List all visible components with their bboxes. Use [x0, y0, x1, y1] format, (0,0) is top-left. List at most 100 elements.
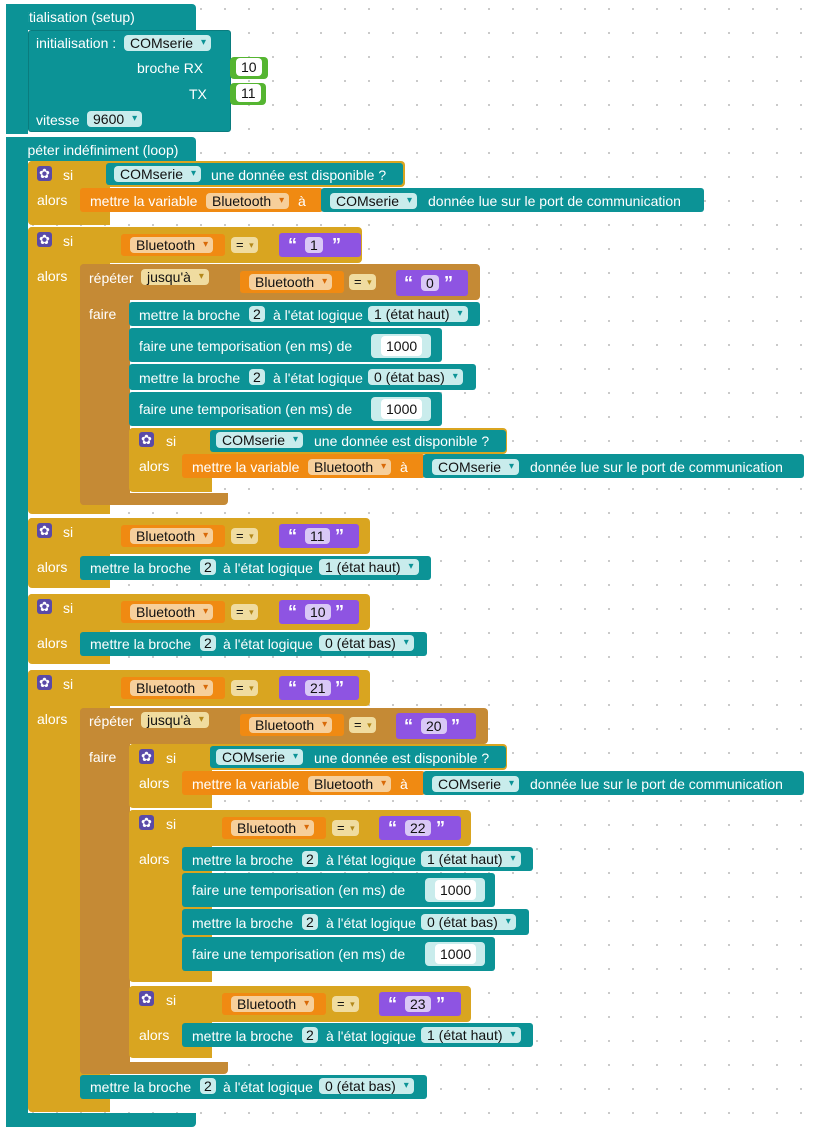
- pin-value[interactable]: 2: [302, 914, 318, 930]
- delay-value[interactable]: 1000: [381, 336, 423, 356]
- delay-label: faire une temporisation (en ms) de: [139, 401, 353, 417]
- gear-icon[interactable]: ✿: [139, 749, 154, 764]
- gear-icon[interactable]: ✿: [37, 166, 52, 181]
- gear-icon[interactable]: ✿: [37, 523, 52, 538]
- variable-dropdown[interactable]: Bluetooth: [206, 193, 290, 209]
- compare-operator[interactable]: =: [231, 680, 258, 696]
- to-label: à: [400, 776, 408, 792]
- variable-dropdown[interactable]: Bluetooth: [130, 680, 214, 696]
- text-value[interactable]: 10: [305, 604, 331, 620]
- serial-dropdown[interactable]: COMserie: [432, 459, 520, 475]
- pin-value[interactable]: 2: [249, 306, 265, 322]
- to-label: à: [298, 193, 306, 209]
- loop-title: répéter indéfiniment (loop): [15, 142, 179, 158]
- quote-open: “: [288, 678, 297, 698]
- text-value[interactable]: 11: [305, 528, 330, 544]
- variable-dropdown[interactable]: Bluetooth: [249, 274, 333, 290]
- variable-dropdown[interactable]: Bluetooth: [249, 717, 333, 733]
- pin-value[interactable]: 2: [302, 1027, 318, 1043]
- repeat-until-block[interactable]: [80, 264, 130, 505]
- logic-state-dropdown[interactable]: 0 (état bas): [368, 369, 463, 385]
- serial-dropdown[interactable]: COMserie: [432, 776, 520, 792]
- compare-operator[interactable]: =: [349, 717, 376, 733]
- logic-state-dropdown[interactable]: 0 (état bas): [421, 914, 516, 930]
- loop-block[interactable]: [6, 137, 196, 161]
- compare-operator[interactable]: =: [349, 274, 376, 290]
- logic-state-dropdown[interactable]: 1 (état haut): [319, 559, 419, 575]
- setup-title: initialisation (setup): [15, 9, 135, 25]
- pin-value[interactable]: 2: [200, 1078, 216, 1094]
- speed-dropdown[interactable]: 9600: [87, 111, 143, 127]
- until-dropdown[interactable]: jusqu'à: [141, 712, 209, 728]
- variable-dropdown[interactable]: Bluetooth: [308, 776, 392, 792]
- variable-dropdown[interactable]: Bluetooth: [130, 604, 214, 620]
- quote-close: ”: [332, 235, 341, 255]
- setup-body-rail: [6, 4, 28, 134]
- serial-dropdown[interactable]: COMserie: [216, 749, 304, 765]
- do-label: faire: [89, 749, 117, 765]
- text-value[interactable]: 22: [405, 820, 431, 836]
- tx-value[interactable]: 11: [236, 84, 261, 102]
- then-label: alors: [139, 851, 170, 867]
- variable-dropdown[interactable]: Bluetooth: [130, 237, 214, 253]
- compare-operator[interactable]: =: [332, 820, 359, 836]
- until-dropdown[interactable]: jusqu'à: [141, 269, 209, 285]
- compare-operator[interactable]: =: [231, 528, 258, 544]
- pin-value[interactable]: 2: [249, 369, 265, 385]
- quote-open: “: [288, 526, 297, 546]
- set-pin-label: mettre la broche: [90, 636, 192, 652]
- if-label: si: [166, 816, 177, 832]
- variable-dropdown[interactable]: Bluetooth: [130, 528, 214, 544]
- set-pin-label: mettre la broche: [192, 852, 294, 868]
- rx-value[interactable]: 10: [236, 58, 262, 76]
- serial-dropdown[interactable]: COMserie: [124, 35, 212, 51]
- set-pin-label: mettre la broche: [192, 1028, 294, 1044]
- pin-value[interactable]: 2: [200, 635, 216, 651]
- delay-value[interactable]: 1000: [435, 880, 477, 900]
- compare-operator[interactable]: =: [332, 996, 359, 1012]
- logic-state-dropdown[interactable]: 1 (état haut): [421, 851, 521, 867]
- logic-state-dropdown[interactable]: 1 (état haut): [368, 306, 468, 322]
- delay-value[interactable]: 1000: [381, 399, 423, 419]
- pin-value[interactable]: 2: [302, 851, 318, 867]
- gear-icon[interactable]: ✿: [139, 815, 154, 830]
- delay-label: faire une temporisation (en ms) de: [192, 946, 406, 962]
- logic-state-label: à l'état logique: [223, 636, 313, 652]
- gear-icon[interactable]: ✿: [139, 991, 154, 1006]
- logic-state-dropdown[interactable]: 0 (état bas): [319, 635, 414, 651]
- compare-operator[interactable]: =: [231, 604, 258, 620]
- text-value[interactable]: 1: [305, 237, 323, 253]
- gear-icon[interactable]: ✿: [139, 432, 154, 447]
- quote-open: “: [404, 716, 413, 736]
- logic-state-dropdown[interactable]: 1 (état haut): [421, 1027, 521, 1043]
- quote-close: ”: [335, 678, 344, 698]
- speed-label: vitesse: [36, 112, 80, 128]
- setup-block[interactable]: [6, 4, 196, 30]
- data-available-label: une donnée est disponible ?: [314, 750, 490, 766]
- compare-operator[interactable]: =: [231, 237, 258, 253]
- text-value[interactable]: 20: [421, 718, 447, 734]
- variable-dropdown[interactable]: Bluetooth: [231, 996, 315, 1012]
- serial-dropdown[interactable]: COMserie: [216, 432, 304, 448]
- then-label: alors: [37, 711, 68, 727]
- text-value[interactable]: 21: [305, 680, 331, 696]
- gear-icon[interactable]: ✿: [37, 599, 52, 614]
- if-label: si: [63, 167, 74, 183]
- quote-close: ”: [335, 602, 344, 622]
- serial-dropdown[interactable]: COMserie: [114, 166, 202, 182]
- variable-dropdown[interactable]: Bluetooth: [231, 820, 315, 836]
- set-variable-label: mettre la variable: [90, 193, 198, 209]
- gear-icon[interactable]: ✿: [37, 232, 52, 247]
- text-value[interactable]: 23: [405, 996, 431, 1012]
- gear-icon[interactable]: ✿: [37, 675, 52, 690]
- text-value[interactable]: 0: [421, 275, 439, 291]
- serial-dropdown[interactable]: COMserie: [330, 193, 418, 209]
- quote-close: ”: [436, 818, 445, 838]
- repeat-label: répéter: [89, 270, 134, 286]
- logic-state-dropdown[interactable]: 0 (état bas): [319, 1078, 414, 1094]
- pin-value[interactable]: 2: [200, 559, 216, 575]
- delay-value[interactable]: 1000: [435, 944, 477, 964]
- variable-dropdown[interactable]: Bluetooth: [308, 459, 392, 475]
- data-read-label: donnée lue sur le port de communication: [428, 193, 681, 209]
- repeat-until-block[interactable]: [80, 708, 130, 1074]
